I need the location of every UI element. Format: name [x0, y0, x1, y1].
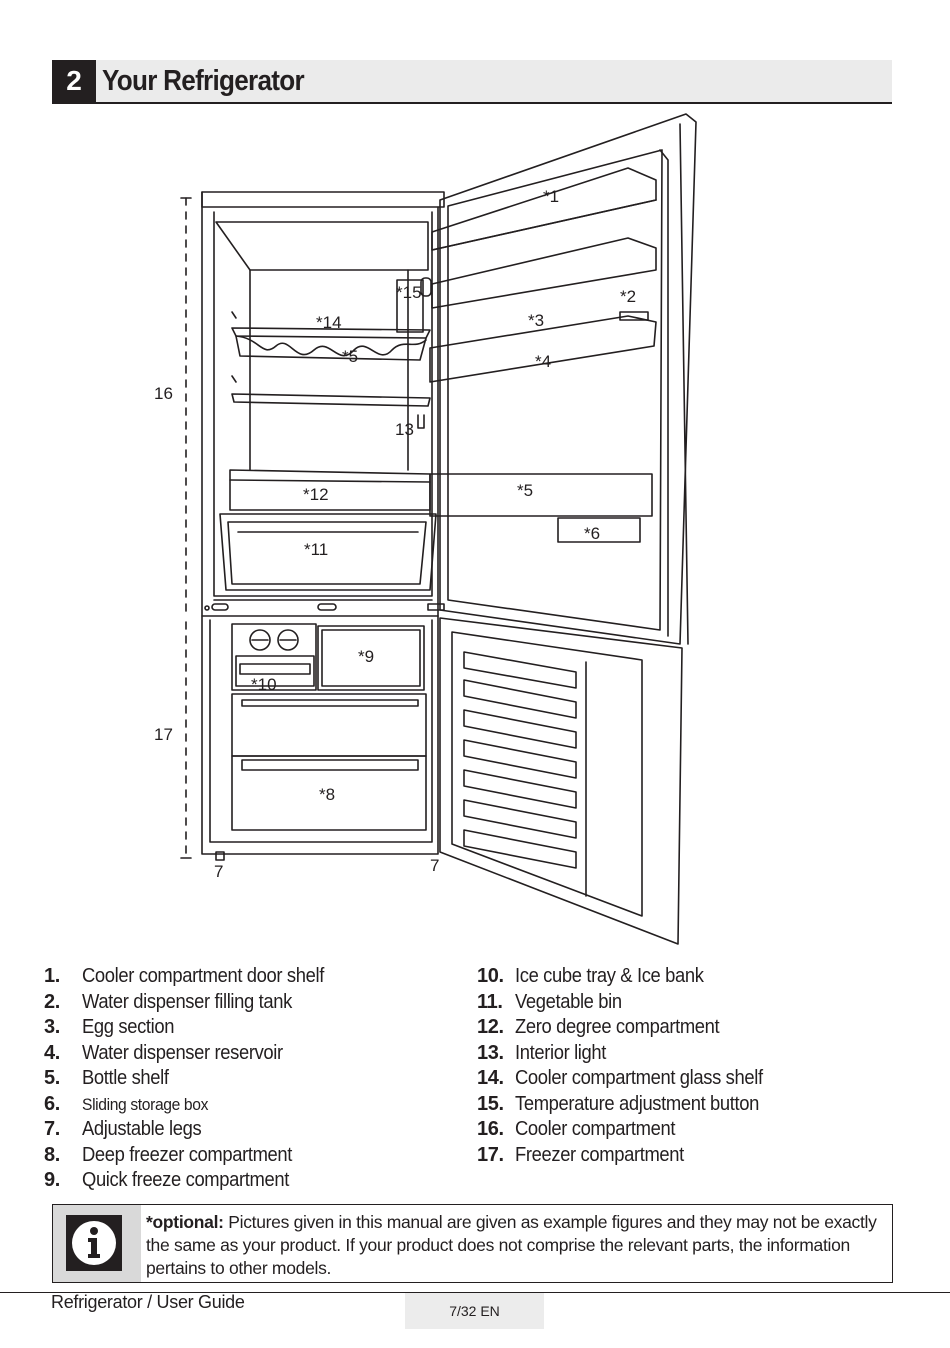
list-item: 13.Interior light	[477, 1041, 606, 1064]
list-item: 15.Temperature adjustment button	[477, 1092, 760, 1115]
label-5-shelf: *5	[342, 347, 358, 366]
list-item: 3.Egg section	[44, 1016, 175, 1038]
note-body: Pictures given in this manual are given …	[146, 1212, 877, 1278]
label-16: 16	[154, 384, 173, 403]
list-item: 16.Cooler compartment	[477, 1118, 676, 1140]
parts-list-left: 1.Cooler compartment door shelf 2.Water …	[44, 964, 345, 1194]
label-8: *8	[319, 785, 335, 804]
label-17: 17	[154, 725, 173, 744]
label-7-left: 7	[214, 862, 223, 881]
page-title: Your Refrigerator	[102, 65, 305, 97]
label-10: *10	[251, 675, 277, 694]
label-11: *11	[304, 540, 328, 559]
label-15: *15	[396, 283, 422, 302]
list-item: 10.Ice cube tray & Ice bank	[477, 965, 704, 987]
label-7-right: 7	[430, 856, 439, 875]
list-item: 4.Water dispenser reservoir	[44, 1041, 283, 1064]
list-item: 17.Freezer compartment	[477, 1143, 684, 1166]
list-item: 7.Adjustable legs	[44, 1118, 202, 1140]
label-13: 13	[395, 420, 414, 439]
parts-list-right: 10.Ice cube tray & Ice bank 11.Vegetable…	[477, 964, 784, 1168]
info-icon-panel	[53, 1205, 141, 1282]
list-item: 14.Cooler compartment glass shelf	[477, 1067, 763, 1089]
list-item: 2.Water dispenser filling tank	[44, 990, 292, 1013]
section-number: 2	[52, 60, 96, 102]
info-icon	[66, 1215, 122, 1271]
list-item: 1.Cooler compartment door shelf	[44, 965, 324, 987]
footer-divider	[0, 1292, 950, 1293]
info-note: *optional: Pictures given in this manual…	[52, 1204, 893, 1283]
list-item: 9.Quick freeze compartment	[44, 1169, 289, 1191]
label-1: *1	[543, 187, 559, 206]
list-item: 11.Vegetable bin	[477, 990, 622, 1013]
label-4: *4	[535, 352, 551, 371]
label-6: *6	[584, 524, 600, 543]
note-text: *optional: Pictures given in this manual…	[146, 1211, 881, 1280]
section-header: 2 Your Refrigerator	[52, 60, 892, 104]
label-14: *14	[316, 313, 342, 332]
label-9: *9	[358, 647, 374, 666]
list-item: 6.Sliding storage box	[44, 1092, 209, 1115]
label-5-door: *5	[517, 481, 533, 500]
footer-title: Refrigerator / User Guide	[51, 1292, 245, 1312]
label-3: *3	[528, 311, 544, 330]
refrigerator-illustration: *1 *2 *3 *4 *5 *5 *6 7 7 *8 *9 *10 *11 *…	[154, 113, 697, 945]
label-2: *2	[620, 287, 636, 306]
list-item: 8.Deep freezer compartment	[44, 1143, 293, 1166]
page-number: 7/32 EN	[405, 1293, 544, 1329]
list-item: 12.Zero degree compartment	[477, 1016, 720, 1038]
list-item: 5.Bottle shelf	[44, 1067, 169, 1089]
note-bold-label: *optional:	[146, 1212, 224, 1232]
label-12: *12	[303, 485, 329, 504]
